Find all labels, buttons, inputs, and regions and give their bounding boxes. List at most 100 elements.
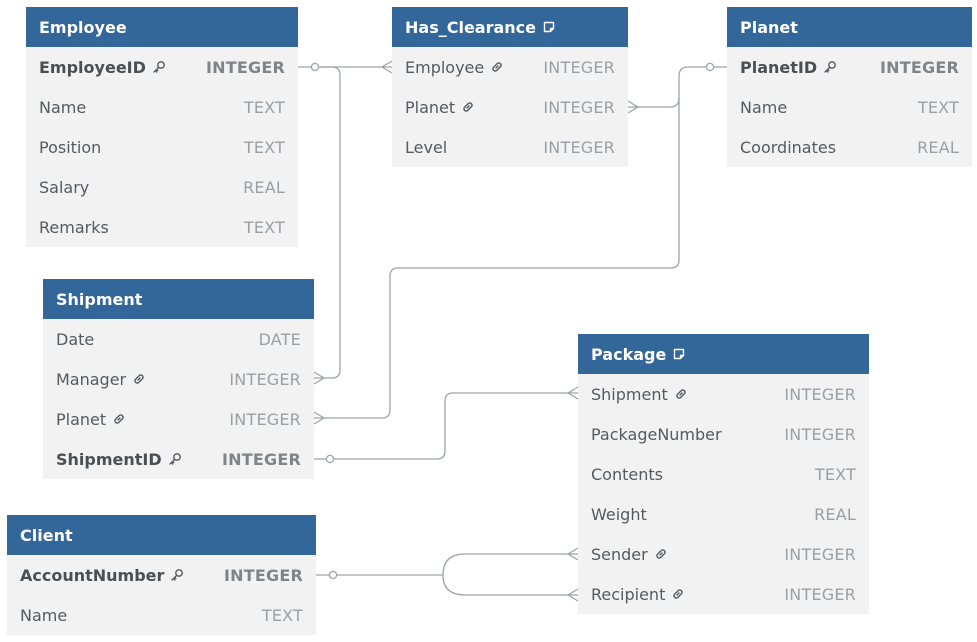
table-title: Package [591, 344, 667, 364]
key-icon [152, 60, 166, 74]
table-title: Has_Clearance [405, 17, 536, 37]
column-row-employee-employeeid[interactable]: EmployeeID INTEGER [26, 47, 298, 87]
link-icon [132, 372, 146, 386]
column-row-has-clearance-employee[interactable]: Employee INTEGER [392, 47, 628, 87]
column-name: Planet [56, 410, 126, 429]
column-type: INTEGER [206, 57, 285, 77]
column-name-text: Manager [56, 369, 127, 389]
column-name: Name [740, 98, 787, 117]
column-type: TEXT [917, 97, 959, 117]
column-type: INTEGER [784, 584, 856, 604]
column-name-text: Level [405, 137, 448, 157]
column-name-text: Coordinates [740, 137, 837, 157]
table-header[interactable]: Employee [26, 7, 298, 47]
connector-client-package-sender [442, 553, 578, 576]
column-type: INTEGER [784, 544, 856, 564]
link-icon [112, 412, 126, 426]
table-title: Employee [39, 17, 127, 37]
column-type: INTEGER [784, 424, 856, 444]
key-icon [823, 60, 837, 74]
table-header[interactable]: Shipment [43, 279, 314, 319]
column-name: Manager [56, 370, 146, 389]
connector-client-package-recipient [442, 574, 578, 596]
column-row-planet-planetid[interactable]: PlanetID INTEGER [727, 47, 972, 87]
column-name: PlanetID [740, 58, 837, 77]
column-name: Weight [591, 505, 647, 524]
column-type: TEXT [243, 137, 285, 157]
column-row-employee-position[interactable]: Position TEXT [26, 127, 298, 167]
column-name: Level [405, 138, 447, 157]
column-name-text: Employee [405, 57, 485, 77]
column-name: ShipmentID [56, 450, 182, 469]
column-name-text: Position [39, 137, 102, 157]
column-row-package-sender[interactable]: Sender INTEGER [578, 534, 869, 574]
column-name: Name [39, 98, 86, 117]
note-icon[interactable] [542, 20, 556, 34]
column-name-text: Name [39, 97, 87, 117]
column-name-text: Shipment [591, 384, 668, 404]
table-header[interactable]: Planet [727, 7, 972, 47]
column-name-text: Planet [405, 97, 456, 117]
column-name-text: Planet [56, 409, 107, 429]
table-title: Shipment [56, 289, 143, 309]
column-name: EmployeeID [39, 58, 166, 77]
column-row-shipment-date[interactable]: Date DATE [43, 319, 314, 359]
link-icon [654, 547, 668, 561]
note-icon[interactable] [672, 347, 686, 361]
column-name: PackageNumber [591, 425, 722, 444]
column-row-planet-name[interactable]: Name TEXT [727, 87, 972, 127]
connector-employee-shipment-manager [314, 66, 341, 379]
table-header[interactable]: Package [578, 334, 869, 374]
connector-end-circle [328, 570, 338, 580]
column-type: DATE [258, 329, 301, 349]
crowfoot-has-clearance-planet [627, 100, 640, 114]
link-icon [461, 100, 475, 114]
column-name-text: Contents [591, 464, 663, 484]
column-name: Shipment [591, 385, 688, 404]
column-type: INTEGER [880, 57, 959, 77]
column-type: TEXT [261, 605, 303, 625]
column-name: AccountNumber [20, 566, 184, 585]
column-name: Salary [39, 178, 89, 197]
column-name-text: EmployeeID [39, 57, 146, 77]
column-name: Contents [591, 465, 663, 484]
column-type: INTEGER [543, 57, 615, 77]
column-name: Position [39, 138, 101, 157]
column-name-text: Name [740, 97, 788, 117]
column-name-text: Weight [591, 504, 647, 524]
connector-end-circle [325, 454, 335, 464]
connector-planet-has-clearance [628, 66, 727, 108]
column-name: Sender [591, 545, 668, 564]
column-name: Coordinates [740, 138, 836, 157]
table-header[interactable]: Client [7, 515, 316, 555]
connector-end-circle [310, 62, 320, 72]
column-row-package-packagenumber[interactable]: PackageNumber INTEGER [578, 414, 869, 454]
column-name: Date [56, 330, 94, 349]
column-type: REAL [243, 177, 285, 197]
column-name: Planet [405, 98, 475, 117]
connector-planet-shipment-planet [314, 98, 680, 419]
column-row-employee-salary[interactable]: Salary REAL [26, 167, 298, 207]
table-header[interactable]: Has_Clearance [392, 7, 628, 47]
